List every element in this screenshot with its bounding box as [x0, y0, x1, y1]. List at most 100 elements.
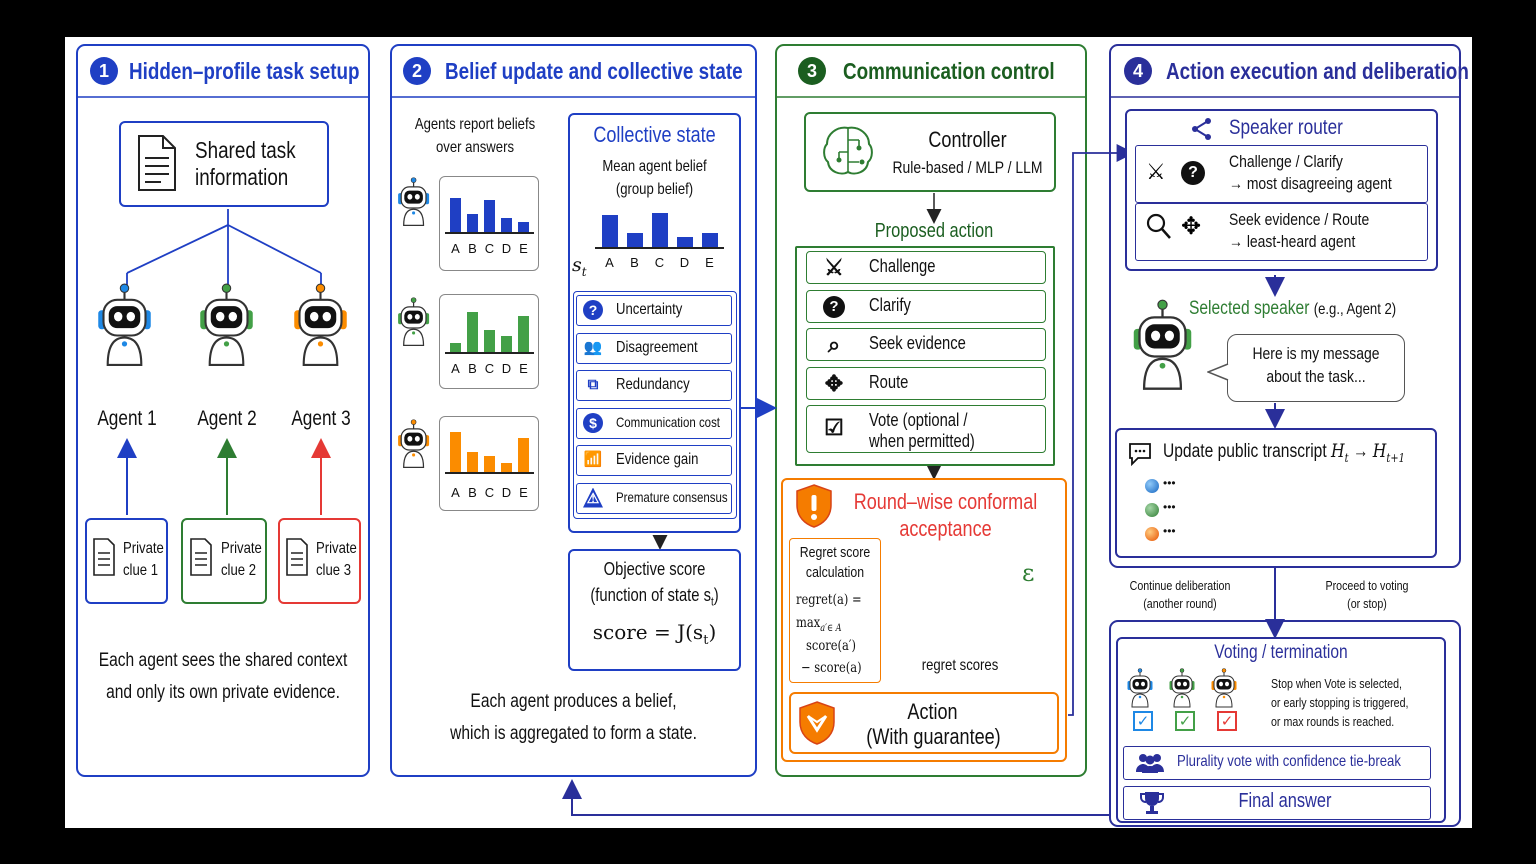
- belief-chart-1-bar: [501, 218, 512, 232]
- agent-robot-1: [98, 283, 151, 366]
- belief-robot-2: [398, 297, 430, 346]
- mean-belief-label-2: (group belief): [615, 181, 694, 198]
- belief-chart-1-tick-label: B: [468, 241, 477, 256]
- report-beliefs-label-1: Agents report beliefs: [414, 116, 536, 133]
- stop-condition-3: or max rounds is reached.: [1271, 714, 1395, 729]
- panel-2-number: 2: [403, 57, 431, 85]
- report-beliefs-label-2: over answers: [435, 139, 515, 156]
- action-item-3: [806, 328, 1046, 361]
- message-line-1: Here is my message: [1252, 344, 1380, 363]
- diagram-canvas: 1 Hidden–profile task setup Shared task …: [65, 37, 1472, 828]
- shared-task-label: Shared task: [195, 137, 296, 163]
- panel-2-frame: [390, 44, 757, 777]
- vote-checkbox-1: ✓: [1133, 711, 1153, 731]
- shield-check-icon: [799, 701, 835, 745]
- belief-chart-2-tick-label: C: [484, 361, 495, 376]
- belief-chart-3-bar: [518, 438, 529, 472]
- belief-caption-1: Each agent produces a belief,: [470, 691, 677, 712]
- state-symbol: st: [572, 254, 587, 279]
- action-label: Seek evidence: [869, 333, 966, 353]
- clue-document-icon-2: [190, 538, 212, 576]
- group-belief-chart-tick-label: C: [654, 255, 665, 270]
- belief-chart-1-tick-label: D: [501, 241, 512, 256]
- score-formula: score = J(st): [592, 620, 717, 648]
- shared-task-label-2: information: [195, 164, 289, 190]
- agent-label-1: Agent 1: [97, 407, 157, 430]
- voting-robot-2: [1169, 668, 1195, 708]
- feature-label: Disagreement: [616, 338, 698, 356]
- cost-icon: $: [583, 412, 603, 433]
- belief-chart-3-baseline: [445, 472, 534, 474]
- stop-condition-1: Stop when Vote is selected,: [1271, 676, 1402, 691]
- group-belief-chart-baseline: [595, 247, 724, 249]
- regret-calc-title-2: calculation: [805, 564, 865, 581]
- controller-title: Controller: [928, 127, 1007, 152]
- feature-row: [576, 482, 732, 514]
- agent-label-3: Agent 3: [291, 407, 351, 430]
- action-label: Challenge: [869, 256, 936, 276]
- panel-2-title: Belief update and collective state: [445, 58, 743, 84]
- regret-formula-line-3: score(a′): [806, 638, 856, 654]
- router-row-2-line-1: Seek evidence / Route: [1229, 210, 1370, 229]
- panel-1-number: 1: [90, 57, 118, 85]
- uncertainty-icon: ?: [583, 300, 603, 320]
- action-item-2: [806, 289, 1046, 323]
- question-bubble-icon: ?: [823, 295, 845, 318]
- panel-3-title: Communication control: [843, 58, 1055, 84]
- action-item-4: [806, 366, 1046, 400]
- agent-robot-3: [294, 283, 347, 366]
- group-belief-chart-bar: [651, 213, 668, 247]
- document-icon: [138, 135, 176, 191]
- collective-state-title: Collective state: [593, 122, 716, 147]
- belief-chart-2-tick-label: A: [451, 361, 460, 376]
- voting-robot-1: [1127, 668, 1153, 708]
- agent-robot-2: [200, 283, 253, 366]
- belief-chart-3-tick-label: B: [468, 485, 477, 500]
- panel-1-frame: [76, 44, 370, 777]
- setup-caption-2: and only its own private evidence.: [106, 682, 340, 703]
- belief-chart-2-bar: [484, 329, 495, 352]
- belief-chart-1-bar: [484, 200, 495, 232]
- checkbox-icon: ☑: [824, 415, 844, 440]
- belief-chart-3-tick-label: A: [451, 485, 460, 500]
- objective-score-sub: (function of state st): [590, 585, 719, 609]
- belief-chart-1-bar: [518, 222, 529, 232]
- redundancy-icon: ⧉: [587, 376, 599, 393]
- setup-caption-1: Each agent sees the shared context: [98, 650, 348, 671]
- panel-4-frame: [1109, 44, 1461, 568]
- transcript-ellipsis-3: •••: [1163, 524, 1176, 538]
- transcript-box: [1115, 428, 1437, 558]
- belief-chart-1-tick-label: C: [484, 241, 495, 256]
- group-belief-chart-bar: [676, 237, 693, 247]
- belief-chart-1-bar: [467, 214, 478, 232]
- action-guarantee-title: Action: [907, 699, 958, 724]
- belief-caption-2: which is aggregated to form a state.: [450, 723, 697, 744]
- trophy-icon: [1140, 792, 1164, 814]
- router-row-2-line-2: → least-heard agent: [1229, 232, 1356, 251]
- voting-title: Voting / termination: [1214, 642, 1348, 663]
- router-row-1-line-2: → most disagreeing agent: [1229, 174, 1392, 193]
- clue-1-line-1: Private: [123, 540, 164, 557]
- continue-label-2: (another round): [1143, 596, 1217, 611]
- chat-icon: [1129, 443, 1151, 466]
- conformal-title-2: acceptance: [899, 516, 992, 541]
- clue-3-line-1: Private: [316, 540, 357, 557]
- panel-3-number: 3: [798, 57, 826, 85]
- group-belief-chart-tick-label: E: [705, 255, 714, 270]
- feature-label: Uncertainty: [616, 301, 683, 318]
- belief-chart-2-baseline: [445, 352, 534, 354]
- belief-chart-2-tick-label: D: [501, 361, 512, 376]
- group-belief-chart-tick-label: B: [630, 255, 639, 270]
- feature-row: [576, 332, 732, 364]
- action-label: Vote (optional /: [869, 410, 968, 430]
- router-row-2: [1135, 203, 1428, 261]
- feature-label: Redundancy: [616, 376, 690, 393]
- belief-chart-1-baseline: [445, 232, 534, 234]
- shield-alert-icon: [796, 484, 832, 528]
- feature-row: [576, 370, 732, 401]
- action-label: Clarify: [869, 294, 911, 315]
- final-answer-label: Final answer: [1238, 790, 1332, 812]
- transcript-ellipsis-2: •••: [1163, 500, 1176, 514]
- magnifier-icon: [1146, 213, 1171, 239]
- belief-chart-2-bar: [501, 336, 512, 352]
